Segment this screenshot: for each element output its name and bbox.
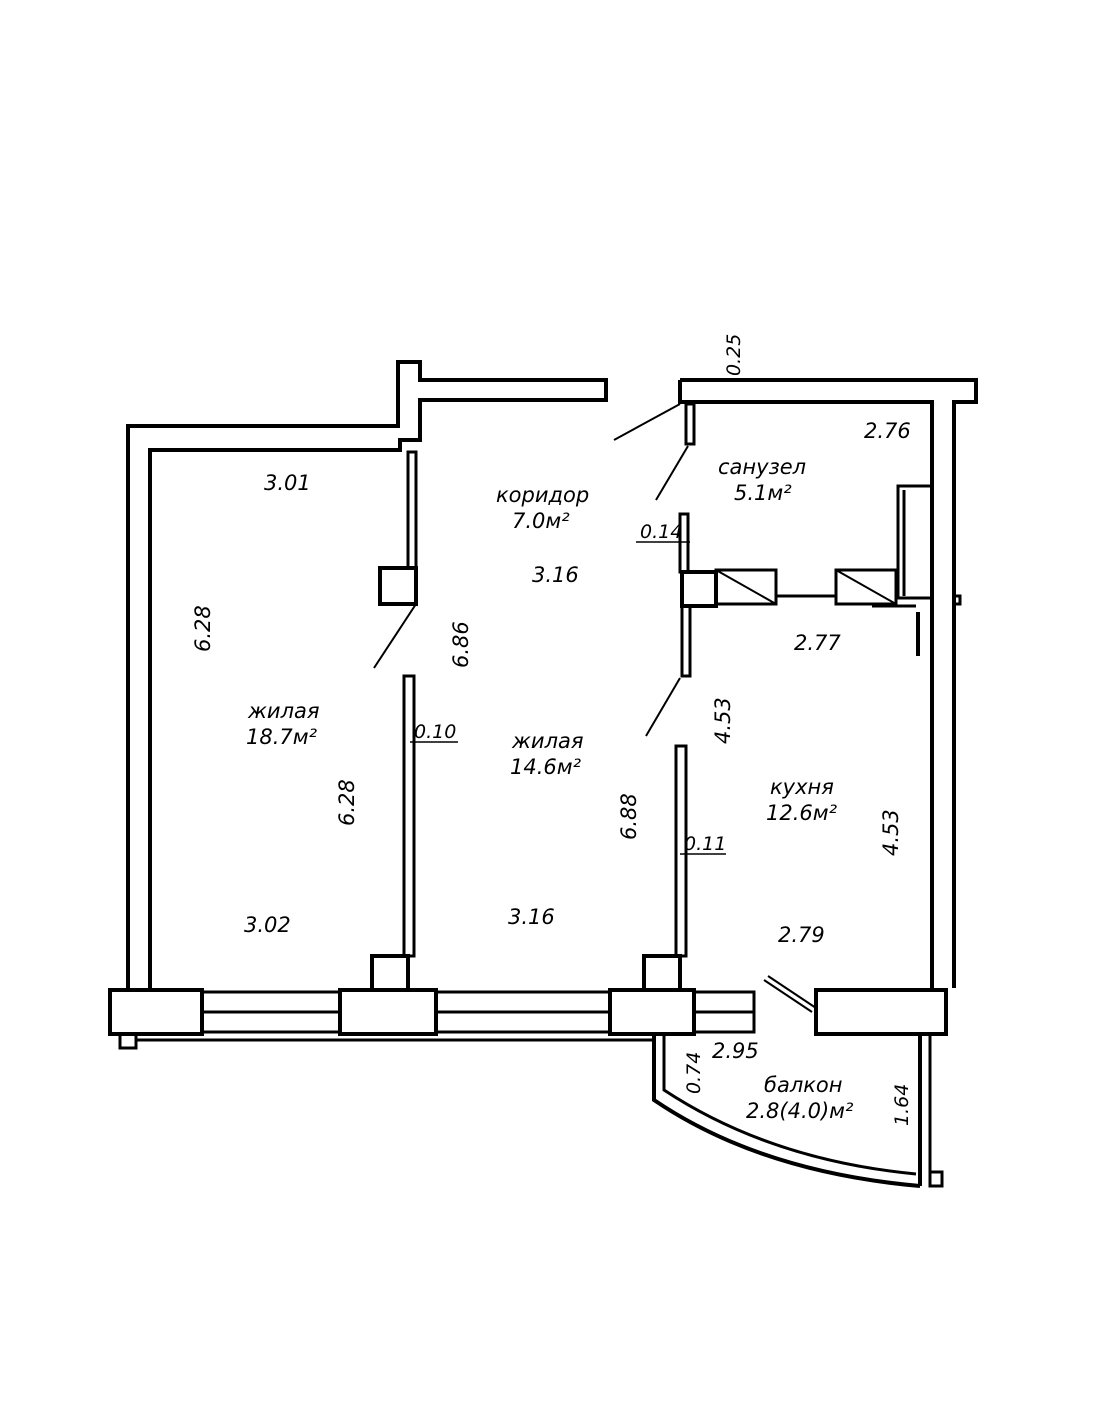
partition-walls (370, 402, 962, 992)
dim-balcony-depth: 1.64 (891, 1084, 913, 1126)
dim-outer-wall: 0.25 (723, 334, 745, 376)
room-area-living-mid: 14.6м² (510, 755, 582, 779)
room-labels: жилая 18.7м² коридор 7.0м² жилая 14.6м² … (246, 455, 854, 1123)
dim-partition-left: 0.10 (414, 721, 456, 743)
room-area-corridor: 7.0м² (512, 509, 570, 533)
room-name-living-left: жилая (247, 699, 320, 723)
dim-left-inner-height: 6.28 (335, 779, 359, 826)
room-area-kitchen: 12.6м² (766, 801, 838, 825)
room-name-corridor: коридор (496, 483, 589, 507)
dim-bath-width: 2.76 (864, 419, 911, 443)
dim-corridor-width: 3.16 (532, 563, 579, 587)
room-name-kitchen: кухня (770, 775, 834, 799)
room-name-balcony: балкон (764, 1073, 843, 1097)
dim-kitchen-bottom-width: 2.79 (778, 923, 825, 947)
dim-balcony-width: 2.95 (712, 1039, 759, 1063)
dim-bath-wall: 0.14 (640, 521, 682, 543)
dim-kitchen-height-left: 4.53 (711, 697, 735, 744)
dim-mid-bottom-width: 3.16 (508, 905, 555, 929)
room-area-living-left: 18.7м² (246, 725, 318, 749)
dim-left-top-width: 3.01 (264, 471, 311, 495)
room-name-living-mid: жилая (511, 729, 584, 753)
dim-kitchen-top-width: 2.77 (794, 631, 841, 655)
dim-kitchen-height-right: 4.53 (879, 809, 903, 856)
dim-partition-right: 0.11 (684, 833, 726, 855)
dim-corridor-height: 6.86 (449, 621, 473, 668)
bottom-wall (108, 975, 948, 1050)
dim-balcony-side: 0.74 (683, 1052, 705, 1094)
room-area-bathroom: 5.1м² (734, 481, 792, 505)
outer-walls (126, 360, 978, 988)
dimension-labels: 3.01 3.02 6.28 6.28 3.16 6.86 3.16 6.88 … (191, 334, 913, 1126)
room-area-balcony: 2.8(4.0)м² (746, 1099, 854, 1123)
doors (373, 403, 689, 737)
dim-mid-height: 6.88 (617, 793, 641, 840)
dim-left-outer-height: 6.28 (191, 605, 215, 652)
dim-left-bottom-width: 3.02 (244, 913, 291, 937)
room-name-bathroom: санузел (718, 455, 806, 479)
balcony-walls (652, 1034, 944, 1188)
